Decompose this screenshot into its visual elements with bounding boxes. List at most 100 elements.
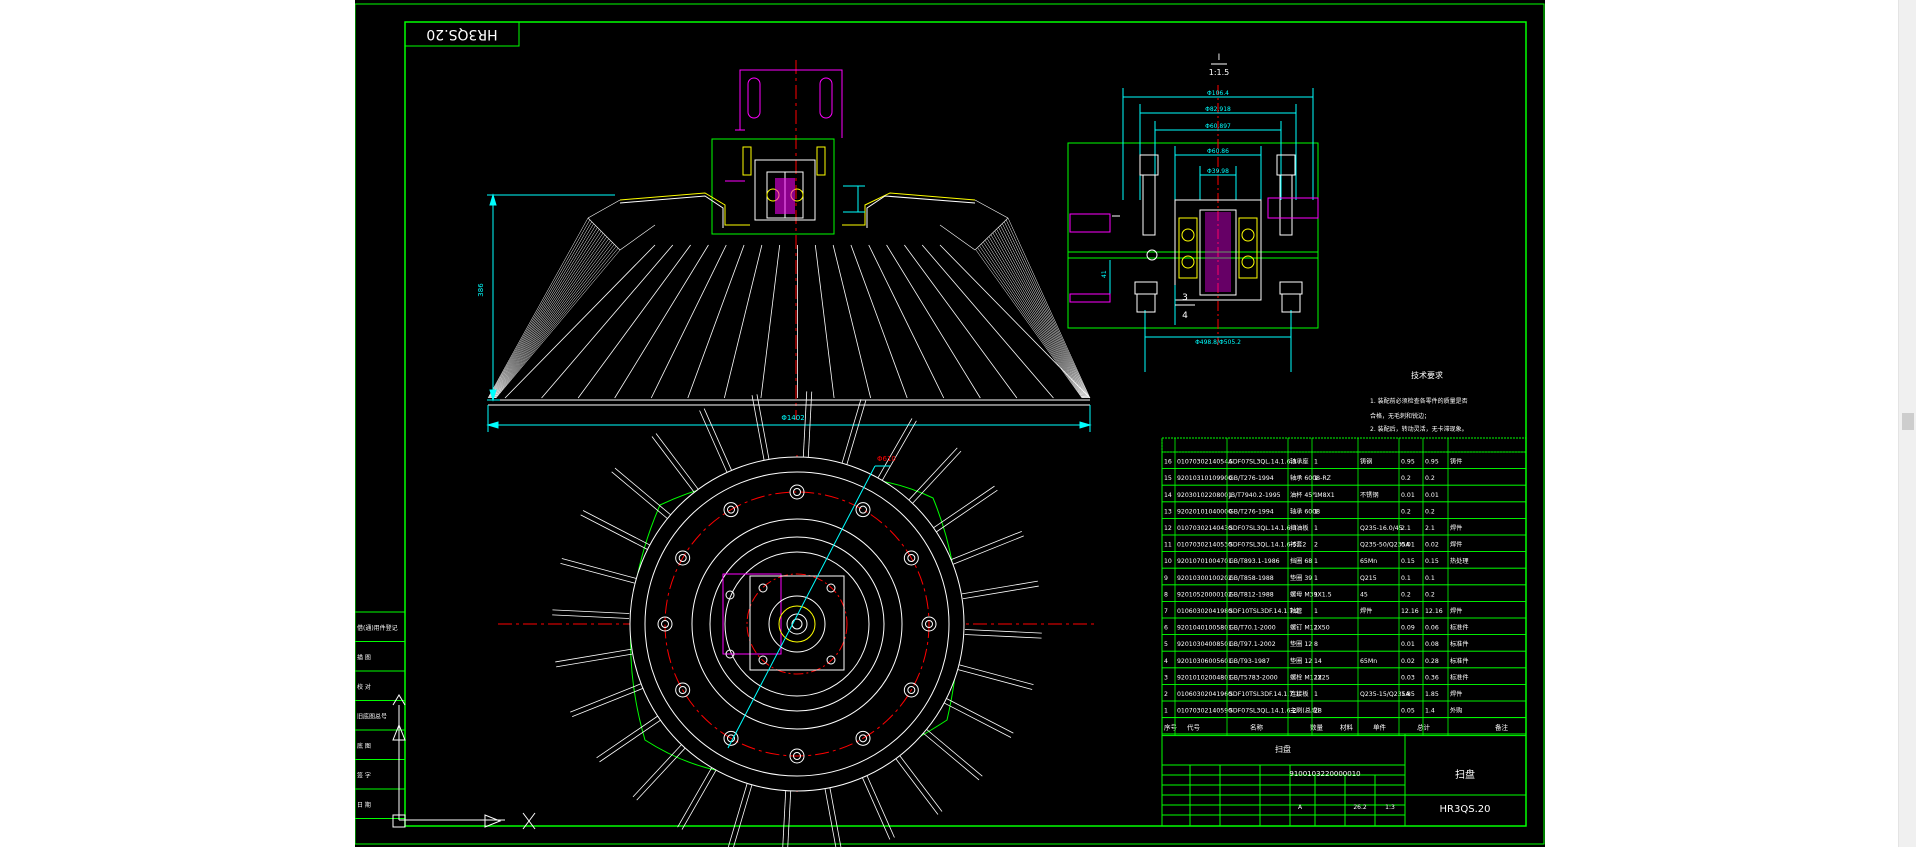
bolt-hole — [903, 682, 919, 698]
ray-line — [580, 514, 649, 551]
brush-wedge-right — [939, 199, 1009, 251]
brush-wedge-left — [587, 199, 656, 251]
ray-line — [572, 687, 644, 718]
bristle-line — [868, 244, 945, 399]
bristle-line — [850, 244, 908, 399]
bom-cell: 12.16 — [1401, 608, 1419, 615]
bom-cell: 标准件 — [1450, 673, 1469, 681]
bom-cell: 01070302140430 — [1177, 525, 1232, 532]
tech-req-line-1: 1. 装配前必须检查各零件的质量是否 — [1370, 397, 1468, 405]
bom-cell: JB/T7940.2-1995 — [1228, 492, 1281, 499]
detail-section-view: I 1:1.5 Φ106.4 Φ82.918 Φ60.897 Φ60.86 Φ3… — [1067, 53, 1319, 372]
scrollbar-thumb[interactable] — [1902, 413, 1914, 430]
bom-cell: 1 — [1314, 459, 1318, 466]
detail-dim-d2: Φ82.918 — [1205, 106, 1231, 113]
bom-cell: 0.05 — [1401, 708, 1415, 715]
title-part-name: 扫盘 — [1455, 768, 1475, 781]
bristle-line — [983, 242, 1085, 399]
tech-req-line-2: 合格，无毛刺和锐边； — [1370, 412, 1430, 420]
bom-cell: 1 — [1314, 625, 1318, 632]
hub-detail-box — [711, 138, 835, 235]
drawing-frame — [354, 3, 1545, 845]
bom-header-cell: 材料 — [1340, 723, 1354, 732]
ray-line — [823, 781, 837, 851]
bristle-line — [992, 232, 1087, 399]
rotated-title-text: HR3QS.20 — [426, 26, 497, 42]
bolt-hole-inner — [793, 488, 801, 496]
bom-cell: 1 — [1314, 591, 1318, 598]
bom-cell: SDF07SL3QL.14.1.6-3 — [1229, 525, 1297, 532]
bom-cell: 主刷(总成) — [1290, 707, 1320, 715]
title-drawing-number: 9100103220000010 — [1289, 770, 1360, 778]
flange-bolt-holes — [725, 583, 836, 665]
bom-cell: 13 — [1164, 508, 1172, 515]
bom-cell: 0.01 — [1425, 492, 1439, 499]
detail-dim-d5: Φ39.98 — [1207, 168, 1229, 175]
detail-scale: 1:1.5 — [1209, 68, 1230, 77]
bristle-line — [996, 229, 1088, 399]
bristle-line — [687, 244, 745, 399]
ray-line — [560, 562, 635, 584]
ray-line — [879, 420, 917, 486]
bristle-line — [1000, 225, 1089, 399]
bom-cell: 焊件 — [1450, 690, 1462, 698]
dimension-hole-pcd — [727, 465, 890, 749]
bom-cell: 挡油板 — [1290, 524, 1309, 532]
bristle-line — [1005, 219, 1090, 399]
bristle-line — [494, 244, 615, 399]
rotated-title-box: HR3QS.20 — [404, 21, 520, 47]
bristle-line — [492, 236, 608, 399]
disc-ring-6 — [746, 573, 848, 675]
drawing-canvas[interactable]: HR3QS.20 — [354, 0, 1545, 851]
title-top-label: 扫盘 — [1275, 744, 1291, 754]
bristle-line — [886, 244, 981, 399]
bom-cell: 螺钉 M12X50 — [1290, 624, 1330, 632]
bom-cell: 92010701004701 — [1177, 558, 1232, 565]
bom-cell: 01070302140590 — [1177, 708, 1232, 715]
bristle-line — [650, 244, 727, 399]
disc-ring-outer — [629, 456, 965, 792]
ray-line — [892, 754, 939, 815]
bom-cell: 01060302041960 — [1177, 691, 1232, 698]
ray-line — [556, 653, 633, 668]
ray-line — [732, 778, 755, 849]
bom-cell: 2.1 — [1425, 525, 1435, 532]
bom-cell: 1 — [1314, 475, 1318, 482]
bom-cell: 1 — [1314, 608, 1318, 615]
bom-cell: 0.2 — [1401, 475, 1411, 482]
bom-cell: 12.16 — [1425, 608, 1443, 615]
bom-cell: GB/T812-1988 — [1229, 591, 1274, 598]
bom-cell: GB/T893.1-1986 — [1229, 558, 1280, 565]
bom-cell: Q235-16.0/45 — [1360, 525, 1403, 532]
bom-cell: 连接板 — [1290, 690, 1309, 698]
bolt-hole-inner — [727, 505, 735, 514]
bom-cell: 螺栓 M12X25 — [1290, 673, 1330, 681]
bom-cell: 1 — [1314, 525, 1318, 532]
left-block-label: 旧底图总号 — [357, 713, 387, 721]
disc-ring-2 — [644, 471, 950, 777]
ray-line — [782, 783, 787, 851]
bom-cell: 2 — [1164, 691, 1168, 698]
bristle-line — [1004, 221, 1090, 399]
bristle-line — [577, 244, 691, 399]
bolt-hole — [789, 748, 805, 764]
bom-cell: 0.01 — [1401, 542, 1415, 549]
flange-hole — [725, 590, 735, 600]
bristle-line — [491, 232, 604, 399]
vertical-scrollbar[interactable] — [1898, 0, 1916, 847]
bom-cell: 0.06 — [1425, 625, 1439, 632]
title-stage: A — [1298, 804, 1303, 811]
bom-cell: 轴承 6008-RZ — [1290, 474, 1331, 482]
bristle-line — [904, 244, 1018, 399]
bristle-line — [488, 219, 591, 399]
ray-line — [611, 471, 670, 521]
bolt-hole — [675, 550, 691, 566]
bom-cell: 0.01 — [1401, 641, 1415, 648]
bolt-hole-inner — [678, 686, 687, 694]
bolt-hole — [921, 616, 937, 632]
bom-cell: 6 — [1164, 625, 1168, 632]
hub-flange — [749, 575, 845, 671]
bom-cell: 0.95 — [1425, 459, 1439, 466]
bristle-line — [832, 244, 872, 399]
bristle-line — [490, 227, 598, 399]
